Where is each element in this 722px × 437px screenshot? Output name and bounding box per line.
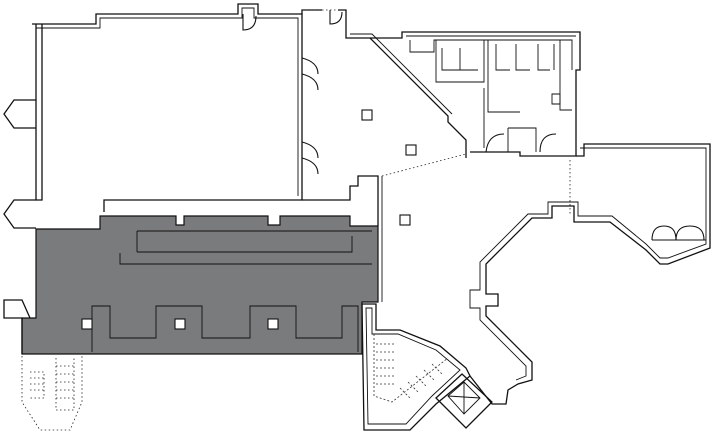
main-hall — [32, 3, 319, 212]
column-lobby-2 — [405, 144, 417, 156]
east-corridor — [469, 143, 711, 405]
southwest-stair — [21, 356, 83, 431]
column-hl-3 — [267, 318, 279, 330]
west-entrance-bottom — [3, 299, 31, 354]
restroom-block — [370, 31, 581, 157]
column-lobby-3 — [399, 214, 411, 226]
central-lobby — [301, 9, 467, 302]
highlighted-room[interactable] — [21, 215, 379, 355]
south-stair-core — [361, 303, 493, 431]
west-entrance-upper — [3, 99, 36, 129]
column-lobby-1 — [361, 109, 373, 121]
column-hl-2 — [174, 318, 186, 330]
west-entrance-lower — [3, 199, 36, 229]
highlighted-room-fill[interactable] — [21, 215, 379, 355]
column-hl-1 — [81, 318, 93, 330]
